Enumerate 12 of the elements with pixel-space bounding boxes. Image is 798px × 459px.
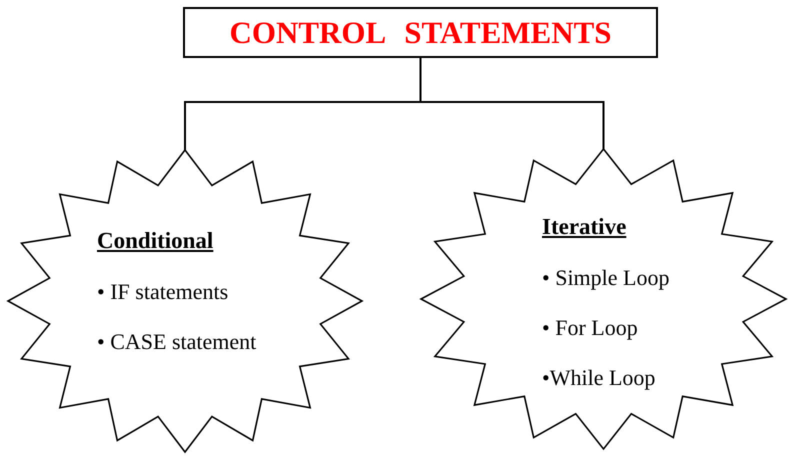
heading: Conditional	[97, 227, 214, 255]
bullet-item: •While Loop	[542, 365, 656, 391]
title-box	[183, 7, 658, 58]
title-text: CONTROL STATEMENTS	[229, 14, 612, 50]
bullet-item: • IF statements	[97, 279, 228, 305]
bullet-item: • Simple Loop	[542, 265, 670, 291]
heading: Iterative	[542, 213, 626, 241]
bullet-item: • CASE statement	[97, 329, 256, 355]
starburst-shape	[8, 150, 362, 452]
bullet-item: • For Loop	[542, 315, 638, 341]
connector-line	[420, 58, 604, 149]
starburst-shape	[421, 149, 786, 449]
